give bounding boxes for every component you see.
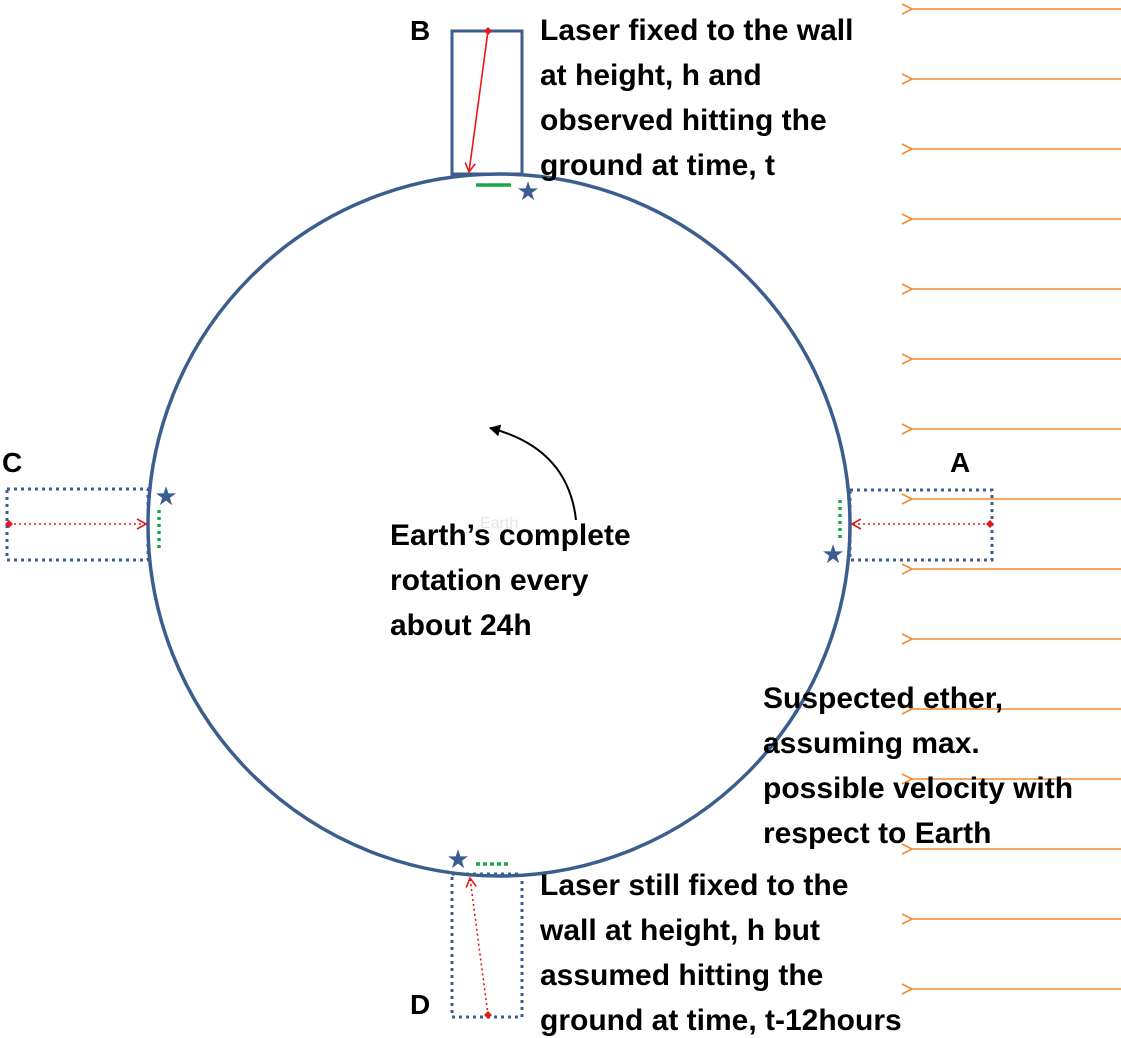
laser-b-line-2: at height, h and (540, 59, 762, 92)
laser-beam-b (464, 30, 489, 174)
laser-d-line-4: ground at time, t-12hours (540, 1004, 902, 1037)
laser-b-line-1: Laser fixed to the wall (540, 14, 853, 47)
wall-b (450, 29, 524, 176)
rotation-label: Earth’s complete rotation every about 24… (390, 519, 639, 642)
laser-b-line-4: ground at time, t (540, 149, 775, 182)
ether-line-4: respect to Earth (763, 817, 991, 850)
ether-line-2: assuming max. (763, 727, 980, 760)
laser-b-line-3: observed hitting the (540, 104, 827, 137)
diamond-icon (986, 520, 994, 528)
label-b: B (410, 15, 430, 46)
diamond-icon (5, 520, 13, 528)
laser-beam-d (465, 876, 489, 1016)
earth-faint-label: Earth (480, 515, 518, 532)
laser-d-line-3: assumed hitting the (540, 959, 823, 992)
star-icon: ★ (516, 177, 539, 207)
diamond-icon (484, 27, 492, 35)
star-icon: ★ (446, 845, 469, 875)
ether-arrows (912, 9, 1121, 989)
position-c: ★ C (2, 447, 178, 562)
label-a: A (950, 447, 970, 478)
star-icon: ★ (821, 540, 844, 570)
laser-b-description: Laser fixed to the wall at height, h and… (540, 14, 862, 182)
laser-d-line-1: Laser still fixed to the (540, 869, 848, 902)
wall-d (450, 872, 524, 1019)
star-icon: ★ (154, 482, 177, 512)
wall-a (848, 488, 994, 562)
laser-d-description: Laser still fixed to the wall at height,… (539, 869, 902, 1037)
label-d: D (410, 989, 430, 1020)
wall-c (5, 487, 150, 562)
rotation-arrow (489, 424, 577, 521)
rotation-line-3: about 24h (390, 609, 532, 642)
rotation-line-2: rotation every (390, 564, 589, 597)
rotation-line-1: Earth’s complete (390, 519, 631, 552)
position-b: ★ B (410, 15, 540, 207)
diamond-icon (484, 1011, 492, 1019)
position-d: ★ D (410, 845, 524, 1020)
ether-line-3: possible velocity with (763, 772, 1073, 805)
ether-description: Suspected ether, assuming max. possible … (763, 682, 1081, 850)
ether-line-1: Suspected ether, (763, 682, 1003, 715)
laser-d-line-2: wall at height, h but (539, 914, 820, 947)
position-a: ★ A (821, 447, 994, 570)
label-c: C (2, 447, 22, 478)
